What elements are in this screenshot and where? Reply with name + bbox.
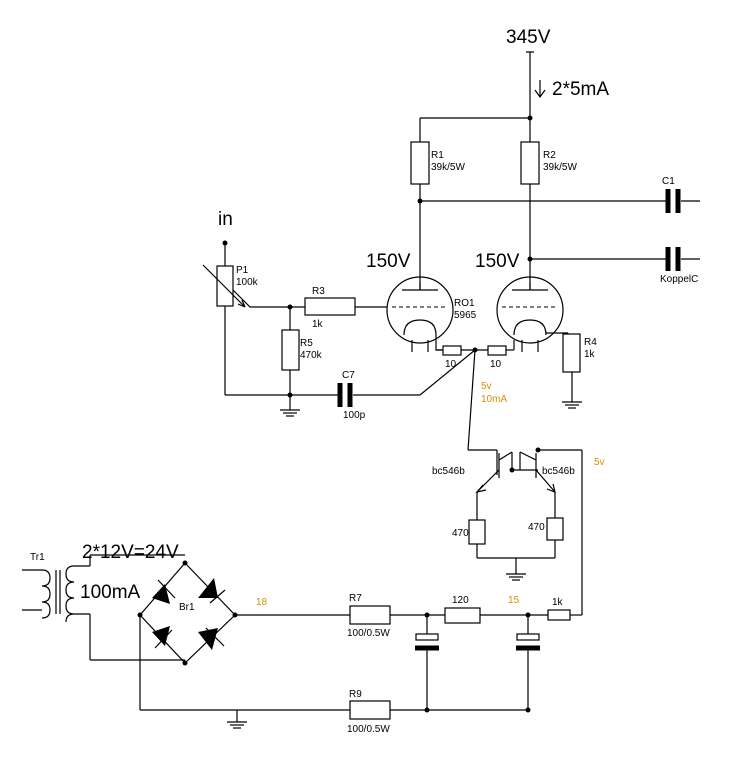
c1-name: C1 [662,176,675,187]
triode-right [496,276,568,352]
r7-value: 100/0.5W [347,628,390,639]
potentiometer-p1 [216,265,234,307]
filter-chain: 18 R7 100/0.5W 120 15 1k R9 100/0.5W [140,593,582,735]
current-arrow-head [534,89,546,99]
p1-name: P1 [236,265,249,276]
supply-voltage-label: 345V [506,27,551,48]
r2-name: R2 [543,150,556,161]
r3-value: 1k [312,319,324,330]
capacitor-koppel: KoppelC [527,247,700,285]
r4-value: 1k [584,349,596,360]
koppel-label: KoppelC [660,274,698,285]
r5-value: 470k [300,350,323,361]
heater-voltage-note: 5v [481,381,492,392]
node-18-label: 18 [256,597,268,608]
r1-name: R1 [431,150,444,161]
q1-label: bc546b [432,466,465,477]
heater-resistor-left: 10 [445,359,457,370]
resistor-r2: R2 39k/5W [520,118,577,290]
capacitor-c1: C1 [417,176,700,213]
transformer-tr1: Tr1 2*12V=24V 100mA [22,542,185,661]
resistor-r5: R5 470k [280,307,323,417]
tube-type: 5965 [454,310,477,321]
br1-name: Br1 [179,602,195,613]
input-section: in P1 100k [202,209,338,396]
supply-section: 345V 2*5mA [420,27,609,121]
heater-string: 10 10 5v 10mA [436,340,515,405]
r2-value: 39k/5W [543,162,577,173]
regulator-voltage-note: 5v [594,457,605,468]
capacitor-c7: C7 100p [337,349,476,421]
triode-left [386,276,454,352]
resistor-r1: R1 39k/5W [410,118,465,290]
r9-value: 100/0.5W [347,724,390,735]
tr1-name: Tr1 [30,552,45,563]
r4-name: R4 [584,337,597,348]
r1k-value: 1k [552,597,564,608]
heater-regulator: bc546b bc546b 5v 470 470 [432,349,605,615]
r120-value: 120 [452,595,469,606]
r1-value: 39k/5W [431,162,465,173]
emitter-resistor-right: 470 [528,522,545,533]
supply-current-label: 2*5mA [552,79,609,100]
bridge-rectifier-br1: Br1 [137,560,238,710]
r7-name: R7 [349,593,362,604]
r3-name: R3 [312,286,325,297]
transformer-voltage-note: 2*12V=24V [82,542,179,563]
tube-name: RO1 [454,298,475,309]
c7-name: C7 [342,370,355,381]
input-label: in [218,209,233,230]
heater-resistor-right: 10 [490,359,502,370]
q2-label: bc546b [542,466,575,477]
resistor-r4: R4 1k [562,333,597,409]
resistor-r3: R3 1k [287,286,387,330]
r9-name: R9 [349,689,362,700]
emitter-resistor-left: 470 [452,528,469,539]
p1-value: 100k [236,277,259,288]
node-15-label: 15 [508,595,520,606]
heater-current-note: 10mA [481,394,507,405]
transformer-current-note: 100mA [80,582,141,603]
plate-voltage-right: 150V [475,251,520,272]
c7-value: 100p [343,410,366,421]
plate-voltage-left: 150V [366,251,411,272]
r5-name: R5 [300,338,313,349]
